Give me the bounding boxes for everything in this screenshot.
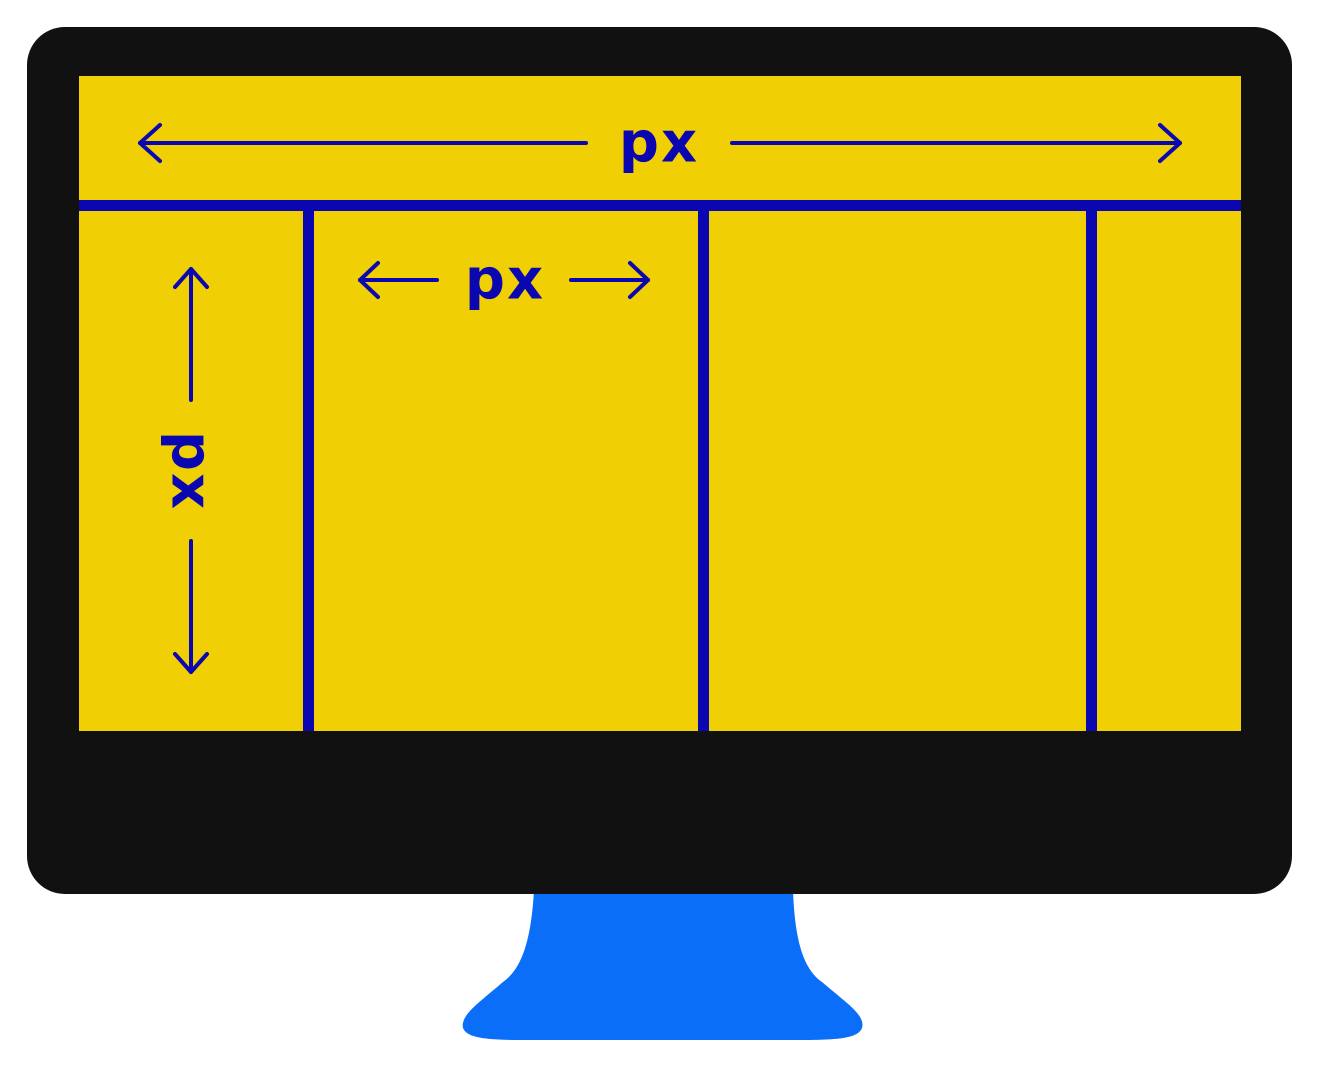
monitor-stand <box>462 890 863 1040</box>
monitor-screen <box>79 76 1241 731</box>
column-divider-3 <box>1086 205 1097 731</box>
row-height-label: px <box>159 431 224 511</box>
column-width-label: px <box>465 248 545 313</box>
column-divider-1 <box>303 205 314 731</box>
width-arrow-left <box>138 123 588 163</box>
total-width-label: px <box>619 111 699 176</box>
height-arrow-up <box>173 267 209 402</box>
column-arrow-left <box>358 261 439 299</box>
column-divider-2 <box>698 205 709 731</box>
header-divider <box>79 200 1241 211</box>
column-arrow-right <box>569 261 650 299</box>
width-arrow-right <box>730 123 1182 163</box>
height-arrow-down <box>173 539 209 674</box>
